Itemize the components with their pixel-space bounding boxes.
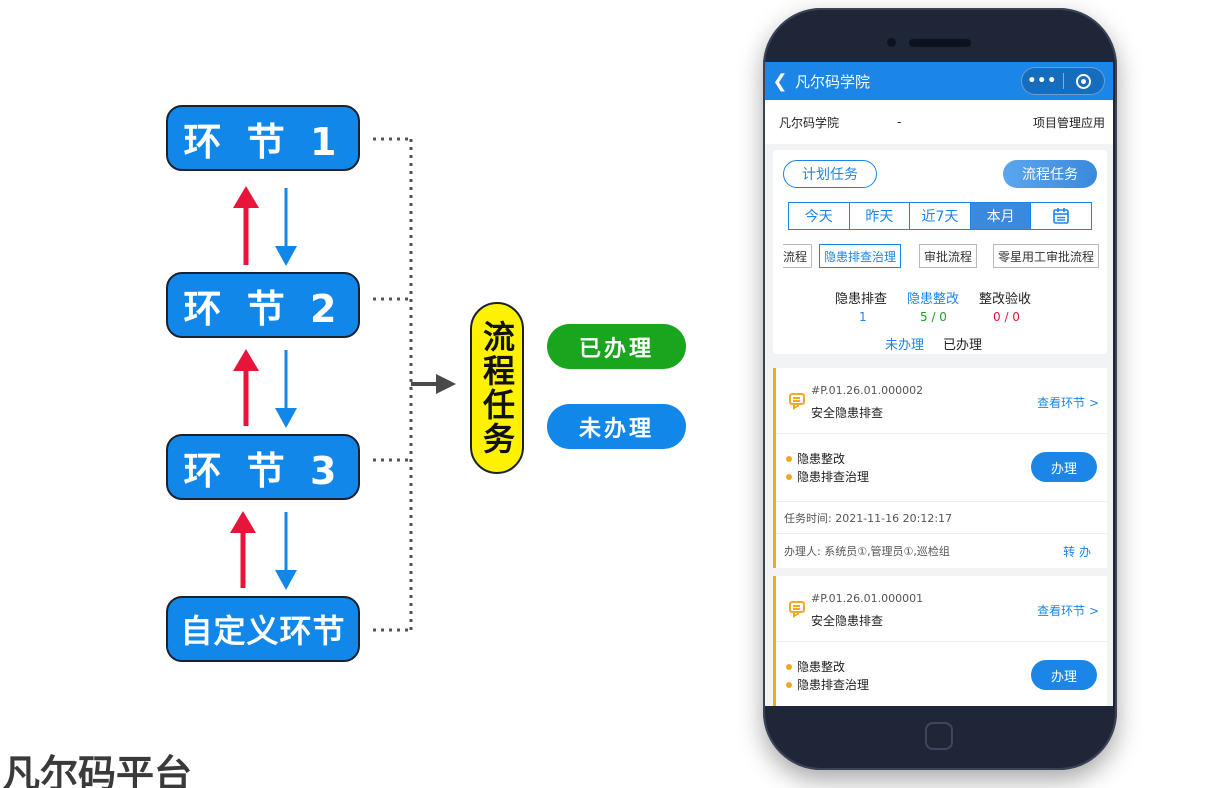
task-card: #P.01.26.01.000001 安全隐患排查 查看环节 > 隐患整改 隐患… [773, 576, 1107, 706]
capsule-divider [1062, 73, 1064, 89]
date-tab-today[interactable]: 今天 [789, 203, 850, 229]
node-step-1: 环 节 1 [166, 105, 360, 171]
app-topbar: ❮ 凡尔码学院 ••• [765, 62, 1113, 100]
speaker [909, 39, 971, 47]
view-steps-link[interactable]: 查看环节 > [1037, 604, 1099, 618]
chip-process[interactable]: 流程 [783, 244, 813, 268]
node-custom-step: 自定义环节 [166, 596, 360, 662]
home-button[interactable] [925, 722, 953, 750]
task-time: 任务时间: 2021-11-16 20:12:17 [776, 502, 1107, 534]
calendar-icon[interactable] [1031, 203, 1091, 229]
card-steps: 隐患整改 隐患排查治理 办理 [776, 434, 1107, 502]
handle-button[interactable]: 办理 [1031, 452, 1097, 482]
date-range-tabs: 今天 昨天 近7天 本月 [788, 202, 1092, 230]
more-icon[interactable]: ••• [1027, 73, 1058, 89]
card-header: #P.01.26.01.000001 安全隐患排查 查看环节 > [776, 576, 1107, 642]
step-item: 隐患排查治理 [786, 676, 869, 693]
step-item: 隐患整改 [786, 450, 845, 467]
down-arrow-2-3 [275, 350, 297, 428]
stat-foot-done[interactable]: 已办理 [943, 338, 983, 353]
stat-label-rectify[interactable]: 隐患整改 [907, 292, 960, 307]
card-name: 安全隐患排查 [811, 406, 884, 420]
task-card: #P.01.26.01.000002 安全隐患排查 查看环节 > 隐患整改 隐患… [773, 368, 1107, 568]
merge-arrow [411, 374, 456, 394]
node-step-2: 环 节 2 [166, 272, 360, 338]
up-arrow-custom-3 [230, 511, 256, 588]
watermark-brand: 凡尔码平台 [2, 752, 193, 788]
chip-labor-approval[interactable]: 零星用工审批流程 [993, 244, 1100, 268]
chip-hazard-governance[interactable]: 隐患排查治理 [819, 244, 902, 268]
phone-frame: ❮ 凡尔码学院 ••• 凡尔码学院 - 项目管理应用 计划任务 流程任务 今天 … [763, 8, 1117, 770]
stat-value-rectify: 5 / 0 [920, 310, 947, 324]
stat-foot-todo[interactable]: 未办理 [885, 338, 925, 353]
filter-panel: 计划任务 流程任务 今天 昨天 近7天 本月 流程 隐患排查治理 审批流程 零星… [773, 150, 1107, 354]
done-pill: 已办理 [547, 324, 686, 369]
flow-task-box: 流程任务 [470, 302, 524, 474]
org-name: 凡尔码学院 [779, 115, 840, 130]
stat-label-inspection: 隐患排查 [835, 292, 888, 307]
flow-connectors [230, 137, 456, 632]
tab-plan-tasks[interactable]: 计划任务 [783, 160, 877, 188]
app-name: 项目管理应用 [1032, 115, 1105, 130]
info-row: 凡尔码学院 - 项目管理应用 [765, 100, 1113, 144]
up-arrow-2-1 [233, 186, 259, 265]
stat-label-acceptance: 整改验收 [979, 292, 1032, 307]
assignee-row: 办理人: 系统员①,管理员①,巡检组 转 办 [776, 534, 1107, 568]
card-code: #P.01.26.01.000002 [811, 384, 924, 397]
up-arrow-3-2 [233, 349, 259, 426]
card-code: #P.01.26.01.000001 [811, 592, 924, 605]
todo-pill: 未办理 [547, 404, 686, 449]
transfer-link[interactable]: 转 办 [1063, 544, 1091, 559]
down-arrow-3-custom [275, 512, 297, 590]
down-arrow-1-2 [275, 188, 297, 266]
view-steps-link[interactable]: 查看环节 > [1037, 396, 1099, 410]
card-header: #P.01.26.01.000002 安全隐患排查 查看环节 > [776, 368, 1107, 434]
date-tab-7days[interactable]: 近7天 [910, 203, 971, 229]
card-name: 安全隐患排查 [811, 614, 884, 628]
step-item: 隐患整改 [786, 658, 845, 675]
node-step-3: 环 节 3 [166, 434, 360, 500]
assignee-text: 办理人: 系统员①,管理员①,巡检组 [784, 545, 950, 558]
stat-value-inspection: 1 [859, 310, 867, 324]
card-steps: 隐患整改 隐患排查治理 办理 [776, 642, 1107, 706]
stat-value-acceptance: 0 / 0 [993, 310, 1020, 324]
tab-flow-tasks[interactable]: 流程任务 [1003, 160, 1097, 188]
app-title: 凡尔码学院 [795, 72, 871, 91]
chevron-left-icon[interactable]: ❮ [772, 70, 788, 92]
handle-button[interactable]: 办理 [1031, 660, 1097, 690]
mini-program-capsule: ••• [1021, 67, 1105, 95]
date-tab-month[interactable]: 本月 [970, 203, 1032, 229]
info-dash: - [897, 115, 902, 129]
message-icon [789, 601, 805, 613]
process-chips: 流程 隐患排查治理 审批流程 零星用工审批流程 [783, 244, 1103, 268]
camera [887, 38, 896, 47]
step-item: 隐患排查治理 [786, 468, 869, 485]
target-icon[interactable] [1063, 73, 1104, 89]
chip-approval-process[interactable]: 审批流程 [919, 244, 978, 268]
dotted-bracket [373, 137, 413, 632]
message-icon [789, 393, 805, 405]
date-tab-yesterday[interactable]: 昨天 [850, 203, 911, 229]
phone-screen: ❮ 凡尔码学院 ••• 凡尔码学院 - 项目管理应用 计划任务 流程任务 今天 … [765, 62, 1113, 706]
